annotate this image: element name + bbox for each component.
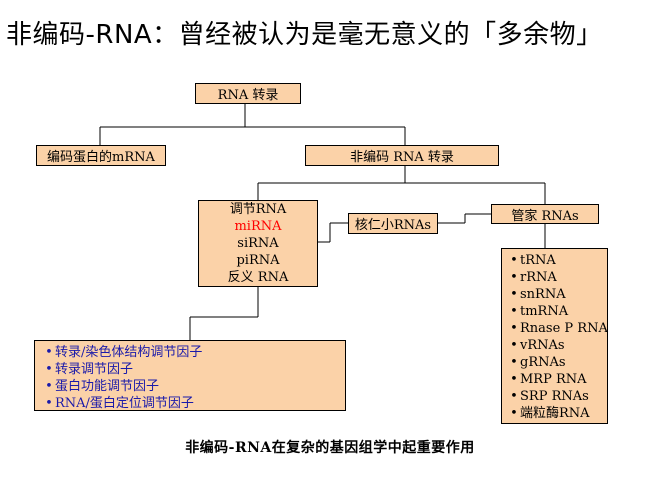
snorna-box: 核仁小RNAs — [348, 213, 438, 234]
list-item: •MRP RNA — [510, 372, 587, 387]
antisense-rna-label: 反义 RNA — [227, 270, 289, 285]
coding-mrna-box: 编码蛋白的mRNA — [36, 145, 166, 166]
list-item: •端粒酶RNA — [510, 406, 590, 421]
slide-caption: 非编码-RNA在复杂的基因组学中起重要作用 — [185, 440, 475, 456]
regulatory-rna-heading: 调节RNA — [229, 202, 287, 217]
list-item: •tRNA — [510, 253, 556, 268]
coding-mrna-label: 编码蛋白的mRNA — [47, 150, 155, 165]
list-item: •转录调节因子 — [45, 362, 134, 377]
list-item: •tmRNA — [510, 304, 569, 319]
housekeeping-rna-list: •tRNA •rRNA •snRNA •tmRNA •Rnase P RNA •… — [501, 248, 608, 424]
snorna-label: 核仁小RNAs — [354, 218, 432, 233]
list-item: •SRP RNAs — [510, 389, 589, 404]
list-item: •vRNAs — [510, 338, 565, 353]
regulatory-rna-box: 调节RNA miRNA siRNA piRNA 反义 RNA — [198, 200, 318, 287]
list-item: •rRNA — [510, 270, 557, 285]
noncoding-rna-box: 非编码 RNA 转录 — [305, 145, 499, 166]
list-item: •RNA/蛋白定位调节因子 — [45, 396, 194, 411]
rna-transcription-box: RNA 转录 — [195, 83, 301, 104]
slide-title: 非编码-RNA：曾经被认为是毫无意义的「多余物」 — [6, 20, 603, 50]
list-item: •Rnase P RNA — [510, 321, 608, 336]
list-item: •转录/染色体结构调节因子 — [45, 345, 203, 360]
housekeeping-rna-label: 管家 RNAs — [511, 208, 579, 224]
pirna-label: piRNA — [236, 253, 280, 268]
housekeeping-rna-box: 管家 RNAs — [491, 204, 599, 224]
sirna-label: siRNA — [237, 236, 279, 251]
mirna-label: miRNA — [234, 219, 282, 234]
regulatory-factors-box: •转录/染色体结构调节因子 •转录调节因子 •蛋白功能调节因子 •RNA/蛋白定… — [34, 340, 346, 411]
list-item: •gRNAs — [510, 355, 566, 370]
list-item: •snRNA — [510, 287, 566, 302]
noncoding-rna-label: 非编码 RNA 转录 — [350, 150, 454, 165]
rna-transcription-label: RNA 转录 — [217, 88, 279, 103]
list-item: •蛋白功能调节因子 — [45, 379, 160, 394]
